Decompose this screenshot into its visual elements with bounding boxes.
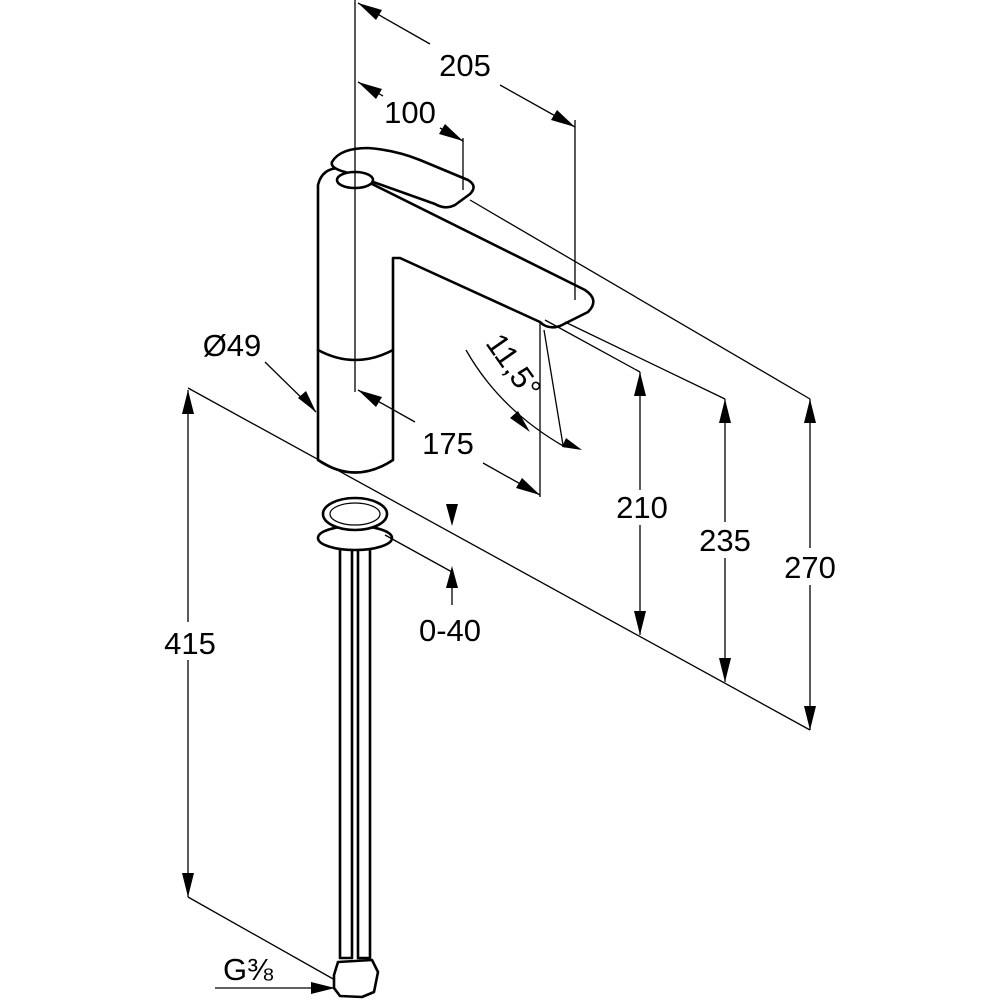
mounting-ring-inner — [329, 502, 381, 526]
lever-handle — [330, 146, 475, 209]
dim-210: 210 — [616, 490, 668, 525]
dim-angle: 11,5° — [479, 327, 548, 405]
faucet-body — [316, 146, 595, 999]
dimension-labels: 205 100 Ø49 175 11,5° 210 235 270 0-40 4… — [164, 48, 836, 987]
dim-diameter-49: Ø49 — [203, 328, 262, 363]
dimension-lines — [182, 0, 816, 994]
connection-nut — [332, 958, 380, 999]
dim-100: 100 — [384, 95, 436, 130]
dim-235: 235 — [699, 523, 751, 558]
hose-right — [356, 543, 372, 960]
dim-175: 175 — [422, 426, 474, 461]
dim-205: 205 — [439, 48, 491, 83]
dim-deck-thickness: 0-40 — [419, 613, 481, 648]
dim-thread: G⅜ — [223, 952, 273, 987]
hose-left — [338, 543, 354, 960]
dim-415: 415 — [164, 626, 216, 661]
dim-270: 270 — [784, 550, 836, 585]
